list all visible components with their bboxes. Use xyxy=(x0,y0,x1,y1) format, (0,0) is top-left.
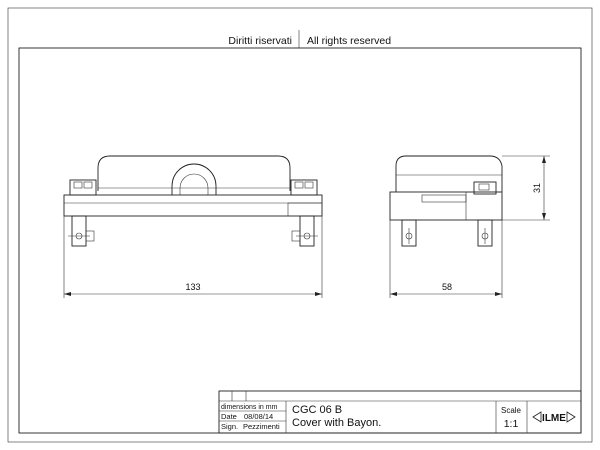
units-label: dimensions in mm xyxy=(221,404,278,411)
side-height-value: 31 xyxy=(532,183,542,193)
front-right-leg xyxy=(299,215,315,247)
side-right-leg xyxy=(477,219,493,247)
side-height-dimension: 31 xyxy=(502,155,550,221)
front-left-leg-hole xyxy=(75,232,83,240)
front-cover-shell xyxy=(97,155,291,191)
title-block: dimensions in mm Date 08/08/14 Sign. Pez… xyxy=(218,390,582,434)
front-dim-arrow-right xyxy=(315,292,322,296)
rights-english: All rights reserved xyxy=(307,35,391,47)
front-width-value: 133 xyxy=(185,282,200,292)
front-left-leg xyxy=(71,215,87,247)
front-left-screw-head xyxy=(73,181,83,189)
front-right-detail xyxy=(287,202,323,217)
ilme-logo: ILME xyxy=(532,411,576,424)
front-base-plate xyxy=(63,194,323,217)
side-clip xyxy=(473,181,497,195)
front-right-screw-head xyxy=(294,181,304,189)
logo-text: ILME xyxy=(542,413,566,424)
side-body xyxy=(389,191,503,221)
front-right-leg-nut xyxy=(291,230,301,242)
logo-arrow-left-icon xyxy=(532,411,542,423)
date-value: 08/08/14 xyxy=(244,412,273,421)
sign-value: Pezzimenti xyxy=(243,422,280,431)
side-view xyxy=(389,155,503,247)
rights-italian: Diritti riservati xyxy=(228,35,292,47)
front-right-clip xyxy=(290,179,318,196)
side-dim-arrow-left xyxy=(390,292,397,296)
front-left-leg-nut xyxy=(85,230,95,242)
side-dim-arrow-right xyxy=(495,292,502,296)
logo-arrow-right-icon xyxy=(566,411,576,423)
scale-value: 1:1 xyxy=(504,418,519,430)
front-bayonet-inner xyxy=(179,173,209,195)
side-right-block xyxy=(465,191,503,221)
height-dim-arrow-bottom xyxy=(542,213,546,220)
front-width-dimension: 133 xyxy=(63,216,323,298)
front-view xyxy=(63,155,323,247)
part-code: CGC 06 B xyxy=(292,404,342,416)
front-left-clip xyxy=(69,179,97,196)
title-block-frame xyxy=(218,390,582,434)
front-right-screw-head-2 xyxy=(304,181,314,189)
side-width-value: 58 xyxy=(442,282,452,292)
side-clip-screw xyxy=(478,183,490,191)
part-description: Cover with Bayon. xyxy=(292,417,381,429)
front-left-screw-head-2 xyxy=(83,181,93,189)
side-inner-slot xyxy=(421,194,467,203)
date-label: Date xyxy=(221,412,237,421)
sign-label: Sign. xyxy=(221,422,238,431)
side-width-dimension: 58 xyxy=(389,220,503,298)
front-dim-arrow-left xyxy=(64,292,71,296)
front-bayonet-dome xyxy=(171,163,217,195)
front-right-leg-hole xyxy=(303,232,311,240)
height-dim-arrow-top xyxy=(542,156,546,163)
sheet-border xyxy=(7,7,593,443)
side-left-leg xyxy=(401,219,417,247)
side-cover-shell xyxy=(395,155,503,192)
scale-label: Scale xyxy=(501,406,522,415)
